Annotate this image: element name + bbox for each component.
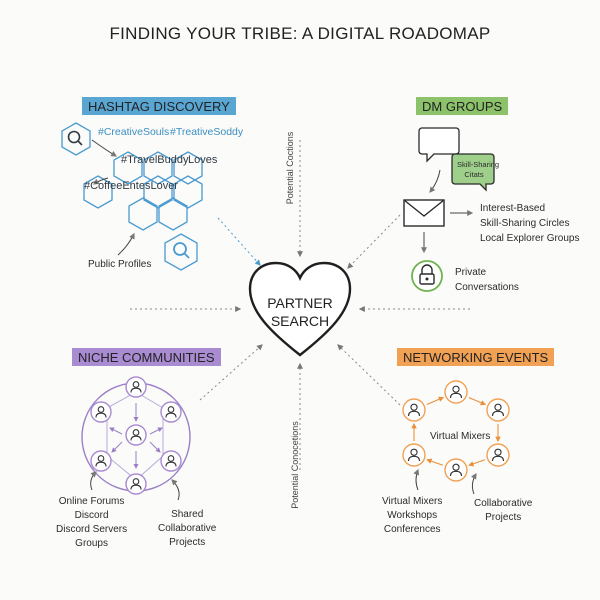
niche-right-list: Shared Collaborative Projects xyxy=(158,508,216,550)
user-icon xyxy=(444,458,468,482)
dm-list-item: Local Explorer Groups xyxy=(480,233,580,244)
bottom-connection-label: Potential Conocetions xyxy=(290,421,300,509)
partner-search-label: PARTNER SEARCH xyxy=(246,294,354,330)
hashtag-connector xyxy=(217,217,261,266)
chat-bubble-line: Skill-Sharing xyxy=(457,160,500,169)
user-icon xyxy=(402,443,426,467)
lock-icon xyxy=(411,260,443,292)
search-icon xyxy=(173,242,190,259)
private-line: Conversations xyxy=(455,282,519,293)
niche-left-list: Online Forums Discord Discord Servers Gr… xyxy=(56,495,127,551)
cycle-arrow xyxy=(426,458,444,466)
cycle-arrow xyxy=(426,396,445,405)
user-icon xyxy=(486,443,510,467)
user-icon xyxy=(402,398,426,422)
chat-bubbles-icon xyxy=(418,127,495,192)
hashtag-hex-cluster xyxy=(61,122,203,271)
private-line: Private xyxy=(455,267,487,278)
user-icon xyxy=(160,450,182,472)
niche-list-item: Shared xyxy=(171,509,204,520)
dm-list: Interest-Based Skill-Sharing Circles Loc… xyxy=(480,201,580,246)
public-profiles-label: Public Profiles xyxy=(88,259,152,270)
dm-groups-heading: DM GROUPS xyxy=(416,97,509,115)
cycle-arrow xyxy=(468,459,486,467)
networking-user-nodes xyxy=(402,380,510,482)
networking-right-list: Collaborative Projects xyxy=(474,497,532,525)
networking-list-item: Projects xyxy=(485,512,522,523)
user-icon xyxy=(486,398,510,422)
niche-list-item: Groups xyxy=(75,538,108,549)
networking-center-label: Virtual Mixers xyxy=(430,431,491,442)
user-icon xyxy=(125,424,147,446)
networking-left-list: Virtual Mixers Workshops Conferences xyxy=(382,495,442,537)
dm-arrow xyxy=(429,169,441,193)
niche-list-item: Collaborative xyxy=(158,523,217,534)
connector-lines xyxy=(130,140,470,470)
dm-list-item: Skill-Sharing Circles xyxy=(480,218,570,229)
center-line-2: SEARCH xyxy=(270,313,330,329)
hashtag-tag: #TravelBuddy xyxy=(121,154,189,166)
envelope-icon xyxy=(403,199,445,227)
networking-events-heading: NETWORKING EVENTS xyxy=(397,348,555,366)
private-conversations-label: Private Conversations xyxy=(455,265,519,295)
networking-list-item: Workshops xyxy=(387,510,438,521)
niche-list-item: Projects xyxy=(169,537,206,548)
heart-icon xyxy=(248,261,352,357)
dm-list-item: Interest-Based xyxy=(480,203,546,214)
user-icon xyxy=(125,473,147,495)
networking-cycle-arrows xyxy=(411,396,501,467)
niche-user-nodes xyxy=(90,376,182,495)
niche-list-item: Online Forums xyxy=(58,496,125,507)
user-icon xyxy=(90,401,112,423)
niche-label-arrows xyxy=(90,471,180,501)
hashtag-tag: #TreativeSoddy xyxy=(170,126,244,138)
hashtag-arrows xyxy=(91,139,135,256)
user-icon xyxy=(444,380,468,404)
networking-label-arrows xyxy=(413,468,477,495)
hashtag-tag: Loves xyxy=(188,154,218,166)
niche-list-item: Discord xyxy=(74,510,109,521)
cycle-arrow xyxy=(468,397,487,406)
niche-communities-heading: NICHE COMMUNITIES xyxy=(72,348,221,366)
hashtag-tag: #CoffeeEntesLover xyxy=(84,180,178,192)
user-icon xyxy=(90,450,112,472)
hashtag-discovery-heading: HASHTAG DISCOVERY xyxy=(82,97,236,115)
center-line-1: PARTNER xyxy=(267,295,333,311)
page-title: FINDING YOUR TRIBE: A DIGITAL ROADOMAP xyxy=(109,24,491,43)
user-icon xyxy=(125,376,147,398)
networking-list-item: Virtual Mixers xyxy=(382,496,443,507)
hashtag-tag: #CreativeSouls xyxy=(98,126,170,138)
niche-list-item: Discord Servers xyxy=(56,524,128,535)
chat-bubble-line: Citats xyxy=(464,170,484,179)
networking-list-item: Collaborative xyxy=(474,498,533,509)
search-icon xyxy=(67,130,83,146)
chat-bubble-text: Skill-Sharing Citats xyxy=(457,160,500,180)
networking-list-item: Conferences xyxy=(383,524,441,535)
top-connection-label: Potential Coctions xyxy=(285,131,295,205)
user-icon xyxy=(160,401,182,423)
